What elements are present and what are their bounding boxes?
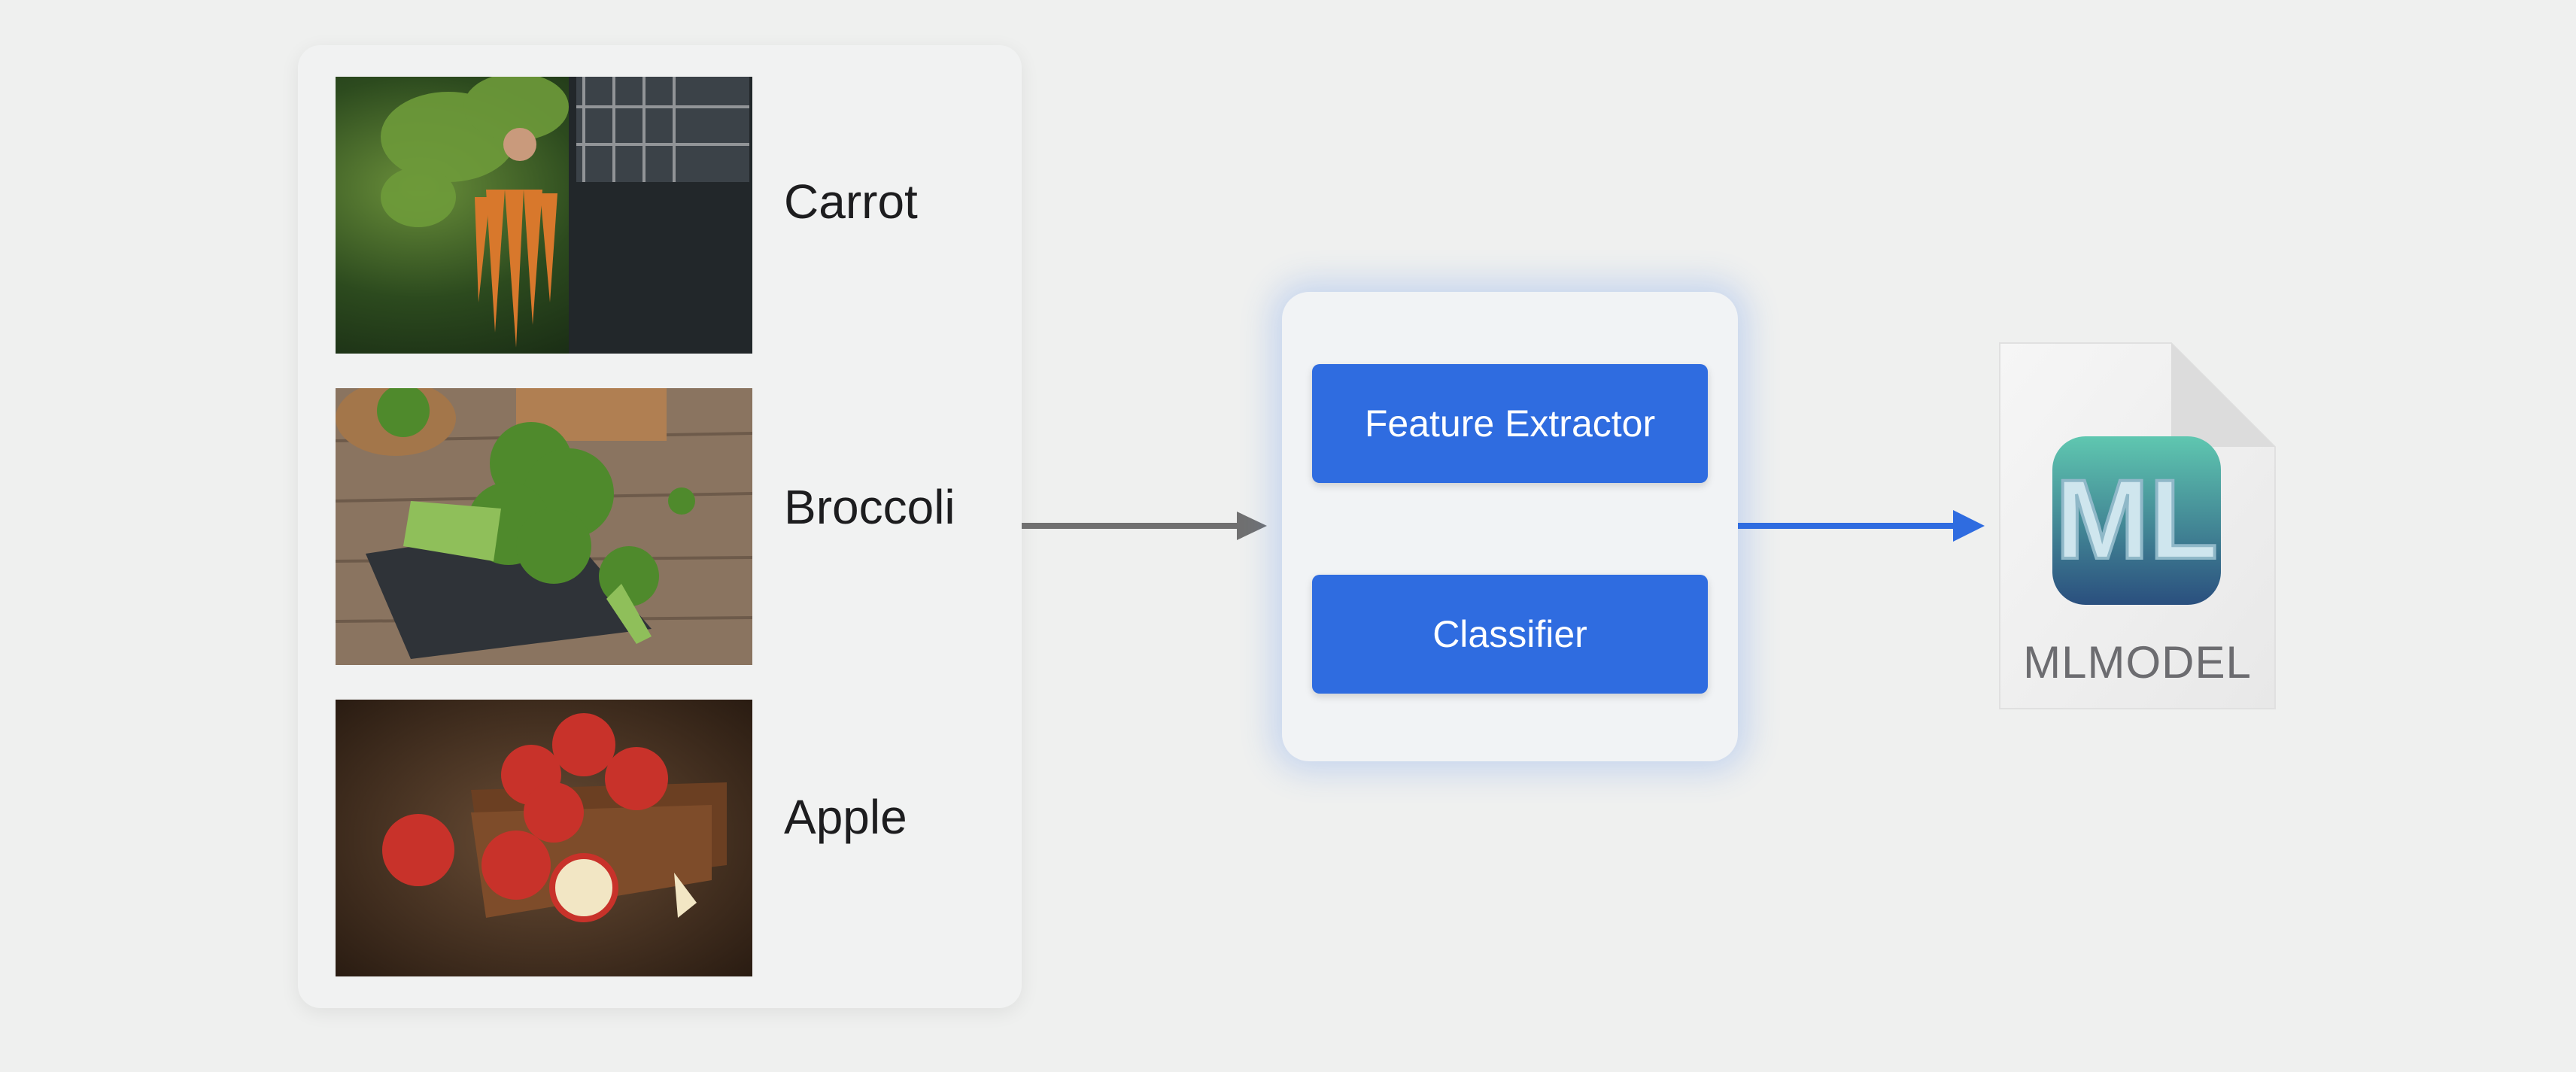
model-pipeline-box: Feature Extractor Classifier <box>1282 292 1738 761</box>
apple-label: Apple <box>784 790 907 844</box>
feature-extractor-block: Feature Extractor <box>1312 364 1708 483</box>
broccoli-image <box>336 388 752 665</box>
carrot-label: Carrot <box>784 175 918 229</box>
ml-icon-letters: ML <box>2055 456 2219 582</box>
broccoli-label: Broccoli <box>784 480 955 534</box>
apple-image <box>336 700 752 976</box>
output-arrow <box>1738 510 1985 542</box>
carrot-image <box>336 77 752 354</box>
classifier-block: Classifier <box>1312 575 1708 694</box>
ml-model-file-icon: ML <box>1999 342 2276 709</box>
input-arrow <box>1022 512 1267 540</box>
training-data-panel: Carrot Broccoli <box>298 45 1022 1008</box>
mlmodel-label: MLMODEL <box>2023 637 2252 688</box>
